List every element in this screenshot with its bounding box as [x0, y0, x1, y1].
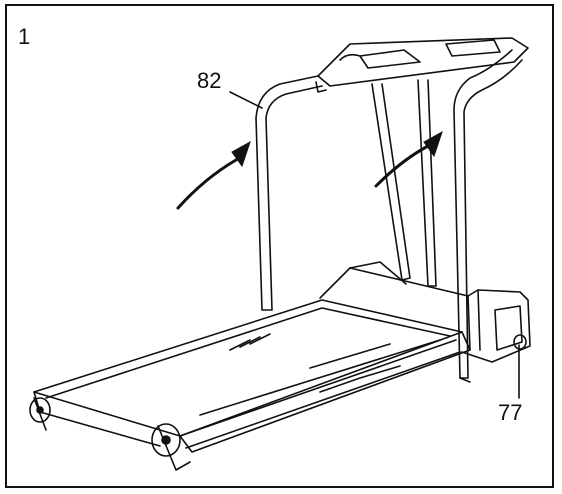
rear-roller: [151, 423, 191, 471]
arrow-icon: [374, 130, 443, 188]
center-uprights: [371, 79, 437, 287]
front-roller: [29, 397, 51, 431]
leader-line-82: [229, 91, 263, 109]
callout-77: 77: [498, 400, 523, 425]
motor-hood: [319, 261, 531, 363]
wheel-77: [513, 334, 527, 350]
console: [315, 37, 529, 93]
handrail-right: [453, 49, 523, 383]
handrail-82: [255, 75, 323, 311]
arrow-icon: [176, 140, 251, 210]
callout-82: 82: [197, 68, 222, 93]
side-rails: [179, 339, 461, 449]
walking-belt: [33, 299, 471, 453]
step-number: 1: [18, 24, 31, 49]
